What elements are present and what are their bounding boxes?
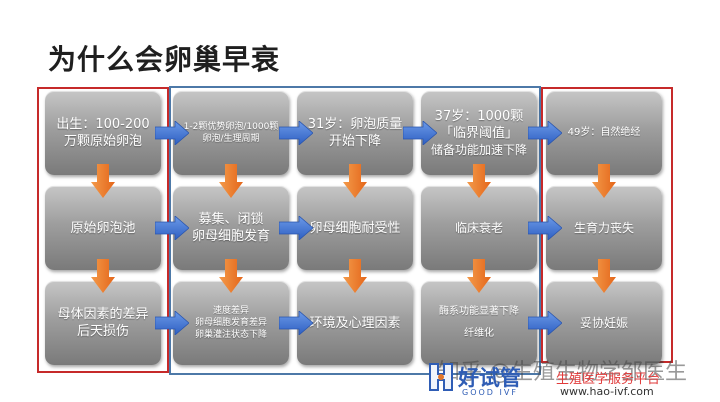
box-text: 出生：100-200 [56,117,150,132]
arrow-down-icon [343,164,367,198]
arrow-down-icon [219,259,243,293]
arrow-right-icon [155,121,189,145]
box-text: 募集、闭锁 [198,212,264,227]
box-text: 卵巢灌注状态下降 [194,330,267,340]
arrow-right-icon [528,216,562,240]
box-text: 卵母细胞发育 [191,229,270,244]
box-age-37: 37岁：1000颗 「临界阈值」 储备功能加速下降 [421,91,537,175]
box-dominant-follicles: 1-2颗优势卵泡/1000颗 卵泡/生理周期 [173,91,289,175]
box-text: 酶系功能显著下降 [439,306,519,317]
arrow-right-icon [403,121,437,145]
page-title: 为什么会卵巢早衰 [48,43,281,76]
box-age-49: 49岁：自然绝经 [546,91,662,175]
box-text: 万颗原始卵泡 [63,134,142,149]
brand-name: 好试管 [458,366,521,390]
arrow-right-icon [155,311,189,335]
box-environment: 环境及心理因素 [297,281,413,365]
arrow-down-icon [467,259,491,293]
brand-english: GOOD IVF [462,388,518,397]
box-text: 速度差异 [212,306,249,316]
zhihu-watermark: 知乎 @生殖生物学邹医生 [438,360,687,385]
box-clinical-aging: 临床衰老 [421,186,537,270]
box-text: 环境及心理因素 [309,315,401,331]
box-oocyte-tolerance: 卵母细胞耐受性 [297,186,413,270]
box-maternal-factors: 母体因素的差异 后天损伤 [45,281,161,365]
box-age-31: 31岁：卵泡质量 开始下降 [297,91,413,175]
box-text: 储备功能加速下降 [430,142,527,157]
arrow-right-icon [279,311,313,335]
box-text: 49岁：自然绝经 [567,127,641,138]
box-text: 「临界阈值」 [439,125,518,141]
box-recruitment: 募集、闭锁 卵母细胞发育 [173,186,289,270]
arrow-right-icon [279,121,313,145]
arrow-down-icon [592,164,616,198]
box-text: 卵母细胞耐受性 [309,220,401,236]
box-text: 卵母细胞发育差异 [194,318,267,328]
box-text: 开始下降 [328,134,381,149]
box-text: 纤维化 [464,328,494,339]
box-speed-difference: 速度差异 卵母细胞发育差异 卵巢灌注状态下降 [173,281,289,365]
box-birth-follicles: 出生：100-200 万颗原始卵泡 [45,91,161,175]
arrow-right-icon [528,121,562,145]
box-text: 妥协妊娠 [579,315,628,330]
box-follicle-pool: 原始卵泡池 [45,186,161,270]
box-text: 临床衰老 [454,220,503,235]
good-ivf-logo-icon [429,363,453,391]
box-text: 后天损伤 [76,324,129,339]
arrow-down-icon [219,164,243,198]
box-text: 卵泡/生理周期 [202,134,260,144]
website-url: www.hao-ivf.com [560,385,654,398]
arrow-down-icon [91,164,115,198]
box-text: 31岁：卵泡质量 [307,117,403,132]
box-fertility-loss: 生育力丧失 [546,186,662,270]
box-text: 1-2颗优势卵泡/1000颗 [183,122,279,132]
arrow-down-icon [91,259,115,293]
arrow-down-icon [343,259,367,293]
box-text: 原始卵泡池 [70,220,136,236]
box-compromised-pregnancy: 妥协妊娠 [546,281,662,365]
arrow-down-icon [592,259,616,293]
box-text: 37岁：1000颗 [434,108,524,124]
box-text: 生育力丧失 [573,220,634,235]
arrow-down-icon [467,164,491,198]
box-text: 母体因素的差异 [57,307,149,322]
box-enzyme-decline: 酶系功能显著下降 纤维化 [421,281,537,365]
arrow-right-icon [528,311,562,335]
arrow-right-icon [279,216,313,240]
arrow-right-icon [155,216,189,240]
brand-slogan: 生殖医学服务平台 [556,372,661,387]
